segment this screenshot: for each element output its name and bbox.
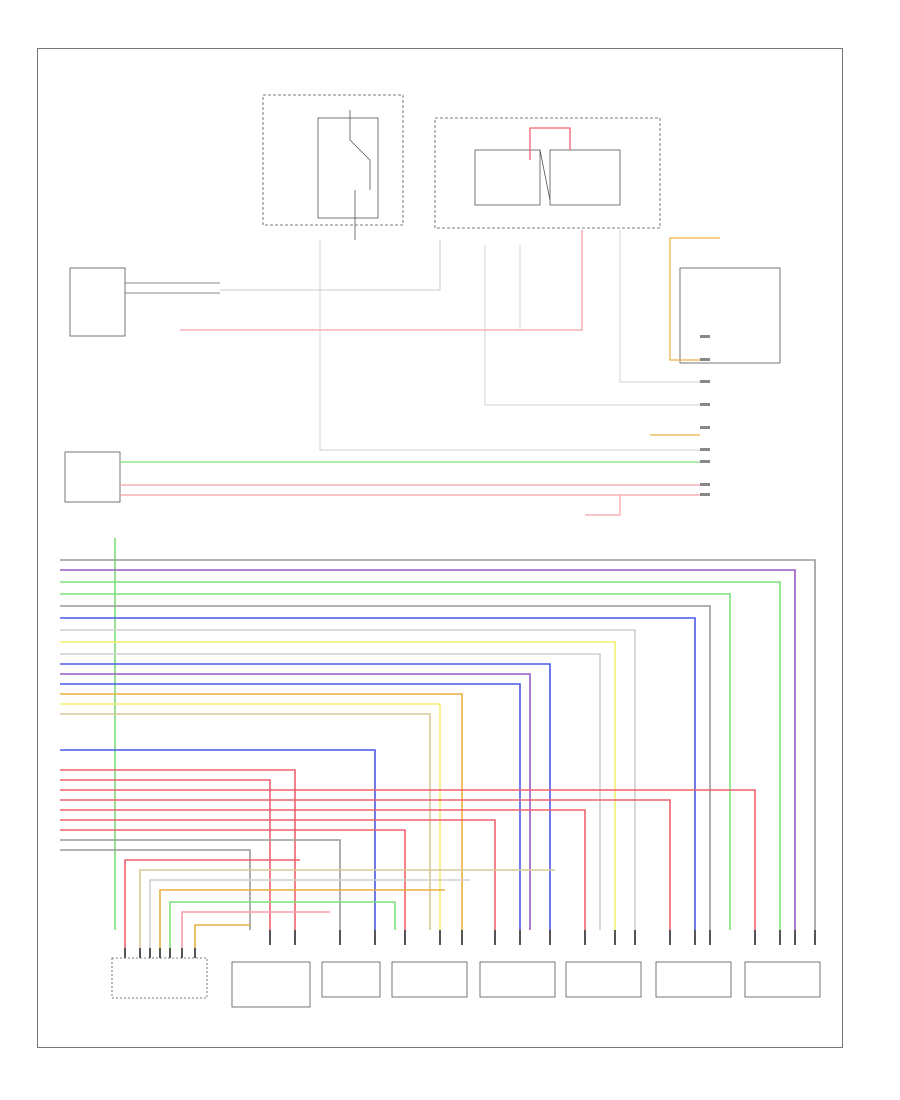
terminal	[700, 483, 710, 486]
feed-red	[124, 859, 300, 955]
in-car-temp-sensor	[321, 961, 381, 998]
relay-divider	[539, 149, 551, 201]
bottom-components	[111, 957, 821, 1008]
right-terminals	[700, 335, 710, 496]
wire-pink-branch	[585, 495, 621, 516]
wire-gray-low-2	[60, 849, 251, 930]
feed-orange	[159, 889, 445, 955]
wire-red-3	[60, 789, 756, 930]
feed-green	[169, 901, 396, 955]
wire-lightgray-2	[60, 653, 601, 930]
wire-tan-ecm	[669, 237, 720, 361]
terminal	[700, 403, 710, 406]
left-sensor-box	[69, 267, 126, 337]
wire-blue-2	[60, 663, 551, 930]
engine-control-module	[679, 267, 781, 364]
wire-tan-1	[60, 713, 431, 930]
wire-gray-2	[60, 605, 711, 930]
wire-red-relay-top	[529, 127, 571, 160]
terminal	[700, 358, 710, 361]
wire-blue-1	[60, 617, 696, 930]
wire-green-3	[60, 593, 731, 930]
wire-green-2	[60, 581, 781, 930]
left-relay-switch	[349, 110, 371, 190]
relay-a	[474, 149, 541, 206]
mode-door-actuator	[479, 961, 556, 998]
wire-yellow-1	[60, 641, 616, 930]
defrost-door-actuator	[744, 961, 821, 998]
wire-drop-1	[319, 240, 700, 451]
wire-gray-1	[60, 559, 816, 930]
wire-red-7	[60, 829, 406, 930]
terminal	[700, 335, 710, 338]
feed-gray	[149, 879, 470, 955]
wire-red-5	[60, 809, 586, 930]
left-feed-wires	[124, 859, 555, 955]
wire-purple-2	[60, 673, 531, 930]
feed-orange-2	[194, 924, 250, 955]
left-temp-door-actuator	[391, 961, 468, 998]
mid-connector-box	[64, 451, 121, 503]
wire-red-4	[60, 799, 671, 930]
wire-gray-relay-link	[220, 240, 441, 291]
diagram-border	[37, 48, 843, 1048]
relay-drop-wires	[319, 230, 700, 451]
terminal	[700, 380, 710, 383]
left-relay-box	[262, 94, 404, 240]
terminal	[700, 426, 710, 429]
center-relay-outline	[434, 117, 661, 229]
wire-orange-1	[60, 693, 463, 930]
wire-drop-4	[619, 230, 700, 383]
feed-tan	[139, 869, 555, 955]
wire-gray-low-1	[60, 839, 341, 930]
harness-wires-lower	[60, 749, 756, 930]
wire-purple-1	[60, 569, 796, 930]
center-relay-box	[434, 117, 661, 229]
relay-b	[549, 149, 621, 206]
photo-sensor	[231, 961, 311, 1008]
wire-lightgray-1	[60, 629, 636, 930]
harness-wires-upper	[60, 538, 816, 930]
right-temp-door-actuator	[565, 961, 642, 998]
intake-door-actuator	[655, 961, 732, 998]
terminal	[700, 460, 710, 463]
left-relay-outline	[262, 94, 404, 226]
wire-red-2	[60, 779, 271, 930]
feed-pink	[181, 911, 330, 955]
wire-red-1	[60, 769, 296, 930]
left-connector-pins	[111, 957, 208, 999]
wire-blue-3	[60, 683, 521, 930]
terminal	[700, 448, 710, 451]
left-relay-inner	[317, 117, 379, 219]
wire-yellow-2	[60, 703, 441, 930]
connector-stubs	[124, 930, 816, 958]
terminal	[700, 493, 710, 496]
wire-red-6	[60, 819, 496, 930]
wire-drop-2	[484, 245, 700, 406]
wire-red-relay-down	[180, 230, 583, 331]
ecm-outline	[679, 267, 781, 364]
